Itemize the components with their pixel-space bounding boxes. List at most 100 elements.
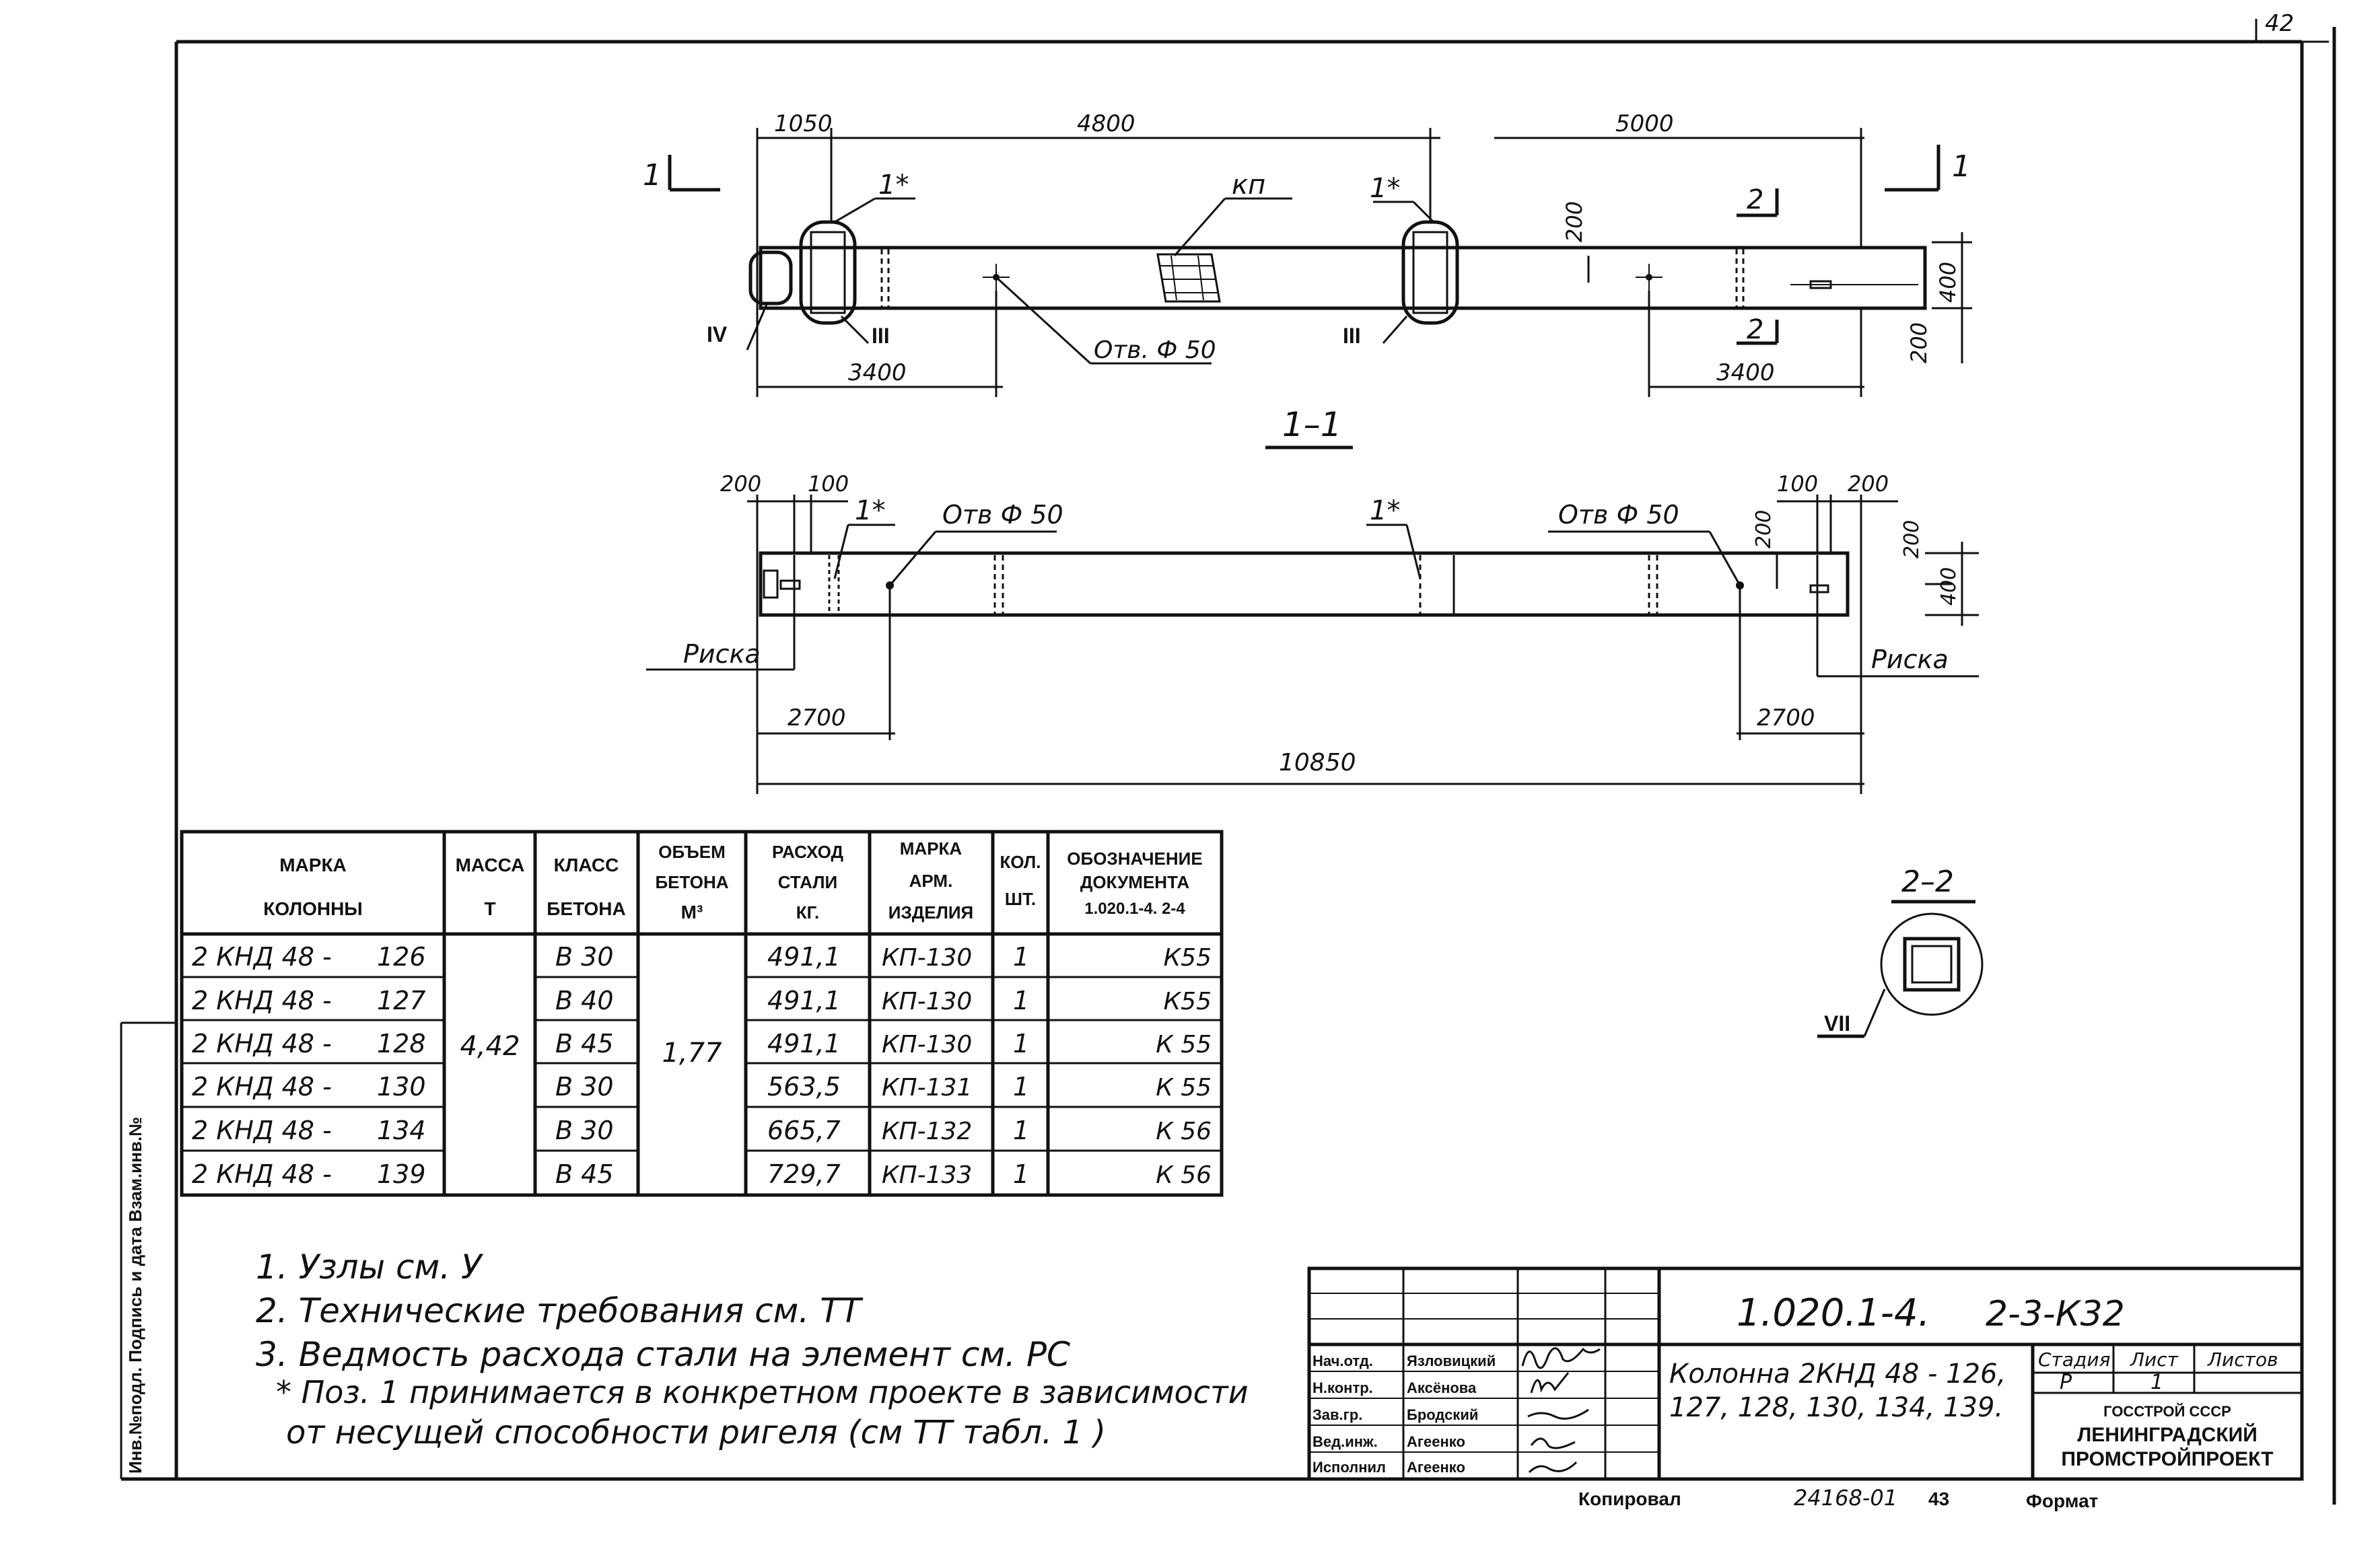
dim-4800: 4800 — [1077, 110, 1135, 137]
dim-200-vertical-2: 200 — [1900, 520, 1924, 559]
svg-text:1: 1 — [1013, 1159, 1029, 1189]
svg-text:130: 130 — [377, 1072, 426, 1102]
note-5: от несущей способности ригеля (см ТТ таб… — [286, 1414, 1106, 1451]
left-margin-text: Инв.№подл. Подпись и дата Взам.инв.№ — [125, 1117, 145, 1474]
hdr-arm-2: АРМ. — [909, 871, 953, 891]
cell-volume: 1,77 — [662, 1038, 722, 1069]
table-header: МАРКА КОЛОННЫ МАССА Т КЛАСС БЕТОНА ОБЪЕМ… — [263, 838, 1202, 923]
stage-header: Стадия — [2038, 1348, 2110, 1371]
notes: 1. Узлы см. У 2. Технические требования … — [256, 1248, 1249, 1451]
table-row: 2 КНД 48 - 139 В 45 729,7 КП-133 1 К 56 — [192, 1159, 1212, 1189]
section-2-top: 2 — [1747, 184, 1763, 215]
hdr-mass-2: Т — [484, 898, 495, 919]
svg-text:2 КНД 48 -: 2 КНД 48 - — [192, 1159, 332, 1189]
svg-text:139: 139 — [377, 1159, 426, 1189]
svg-text:134: 134 — [377, 1116, 426, 1145]
svg-text:126: 126 — [377, 942, 426, 972]
table-row: 2 КНД 48 - 127 В 40 491,1 КП-130 1 К55 — [192, 986, 1212, 1015]
svg-text:В 30: В 30 — [555, 1072, 614, 1102]
dim-200-side: 200 — [1906, 322, 1932, 363]
svg-text:128: 128 — [377, 1029, 426, 1058]
dim-100-right: 100 — [1777, 471, 1818, 497]
hdr-arm-1: МАРКА — [900, 838, 963, 859]
section-2-2-title: 2–2 — [1901, 865, 1954, 899]
hdr-qty-1: КОЛ. — [1000, 852, 1041, 872]
svg-text:В 45: В 45 — [555, 1159, 614, 1189]
hdr-doc-3: 1.020.1-4. 2-4 — [1084, 900, 1185, 918]
dim-200: 200 — [720, 471, 761, 497]
hdr-steel-2: СТАЛИ — [778, 872, 837, 892]
sheet-header: Лист — [2130, 1348, 2179, 1371]
svg-text:1: 1 — [1013, 986, 1029, 1015]
org-1: ГОССТРОЙ СССР — [2103, 1403, 2231, 1420]
left-margin: Инв.№подл. Подпись и дата Взам.инв.№ — [120, 1021, 176, 1479]
svg-text:127: 127 — [377, 986, 426, 1015]
footer-copied: Копировал — [1578, 1488, 1681, 1509]
svg-text:491,1: 491,1 — [767, 1029, 841, 1058]
svg-text:491,1: 491,1 — [767, 942, 841, 972]
note-4: * Поз. 1 принимается в конкретном проект… — [276, 1374, 1249, 1410]
role-4: Вед.инж. — [1312, 1433, 1378, 1450]
svg-text:В 45: В 45 — [555, 1029, 614, 1058]
footer: Копировал 24168-01 43 Формат — [1578, 1485, 2098, 1511]
role-5: Исполнил — [1312, 1459, 1386, 1476]
hdr-vol-3: М³ — [681, 902, 703, 923]
dim-400: 400 — [1935, 262, 1961, 303]
hdr-mark-1: МАРКА — [279, 855, 347, 875]
role-1: Нач.отд. — [1312, 1353, 1373, 1369]
description-line-2: 127, 128, 130, 134, 139. — [1669, 1392, 2003, 1423]
sheet-code: 2-3-К32 — [1986, 1294, 2125, 1334]
node-iii-left: III — [872, 324, 890, 348]
svg-text:2 КНД 48 -: 2 КНД 48 - — [192, 1029, 332, 1058]
svg-text:1: 1 — [1013, 1072, 1029, 1102]
section-mark-right: 1 — [1952, 149, 1971, 184]
dim-200-vertical: 200 — [1752, 510, 1776, 548]
svg-text:563,5: 563,5 — [767, 1072, 841, 1102]
label-otv-right: Отв Ф 50 — [1558, 500, 1679, 530]
svg-text:491,1: 491,1 — [767, 986, 841, 1015]
role-2: Н.контр. — [1312, 1379, 1373, 1396]
name-3: Бродский — [1407, 1406, 1478, 1423]
name-4: Агеенко — [1407, 1433, 1465, 1450]
hdr-mass-1: МАССА — [456, 855, 525, 875]
sheet-frame: 42 — [121, 10, 2336, 1505]
svg-text:К 56: К 56 — [1156, 1161, 1212, 1189]
svg-text:В 30: В 30 — [555, 1116, 614, 1145]
section-1-1-title: 1–1 — [1265, 405, 1353, 449]
svg-text:КП-133: КП-133 — [882, 1161, 972, 1189]
sheet-number: 42 — [2265, 10, 2294, 37]
name-1: Язловицкий — [1407, 1353, 1496, 1369]
doc-code: 1.020.1-4. — [1737, 1291, 1930, 1335]
svg-text:2 КНД 48 -: 2 КНД 48 - — [192, 1072, 332, 1102]
label-otv-left: Отв Ф 50 — [942, 500, 1063, 530]
svg-text:К55: К55 — [1164, 944, 1212, 972]
hdr-arm-3: ИЗДЕЛИЯ — [888, 902, 973, 923]
dim-3400-left: 3400 — [848, 359, 907, 386]
table-row: 2 КНД 48 - 130 В 30 563,5 КП-131 1 К 55 — [192, 1072, 1212, 1102]
hdr-qty-2: ШТ. — [1005, 889, 1036, 909]
dim-400-bottom: 400 — [1937, 567, 1961, 606]
hdr-mark-2: КОЛОННЫ — [263, 898, 362, 919]
stage-value: Р — [2060, 1371, 2072, 1394]
svg-text:729,7: 729,7 — [767, 1159, 841, 1189]
section-2-bottom: 2 — [1747, 314, 1763, 345]
hdr-doc-1: ОБОЗНАЧЕНИЕ — [1067, 849, 1202, 869]
svg-text:2 КНД 48 -: 2 КНД 48 - — [192, 1116, 332, 1145]
org-3: ПРОМСТРОЙПРОЕКТ — [2061, 1447, 2273, 1470]
org-2: ЛЕНИНГРАДСКИЙ — [2077, 1423, 2258, 1446]
dim-200-top: 200 — [1562, 201, 1587, 242]
hdr-doc-2: ДОКУМЕНТА — [1080, 872, 1189, 892]
dim-200-right: 200 — [1848, 471, 1889, 497]
svg-text:В 30: В 30 — [555, 942, 614, 972]
section-2-2: 2–2 VII — [1817, 865, 1984, 1038]
svg-text:К55: К55 — [1164, 988, 1212, 1015]
node-iv: IV — [707, 322, 728, 347]
label-star-right-b: 1* — [1370, 495, 1400, 526]
description-line-1: Колонна 2КНД 48 - 126, — [1669, 1359, 2006, 1390]
role-3: Зав.гр. — [1312, 1406, 1362, 1423]
label-riska-right: Риска — [1871, 645, 1949, 674]
svg-text:КП-132: КП-132 — [882, 1118, 972, 1145]
node-vii: VII — [1824, 1011, 1850, 1036]
svg-text:1–1: 1–1 — [1282, 405, 1342, 444]
dim-2700-left: 2700 — [788, 705, 846, 731]
